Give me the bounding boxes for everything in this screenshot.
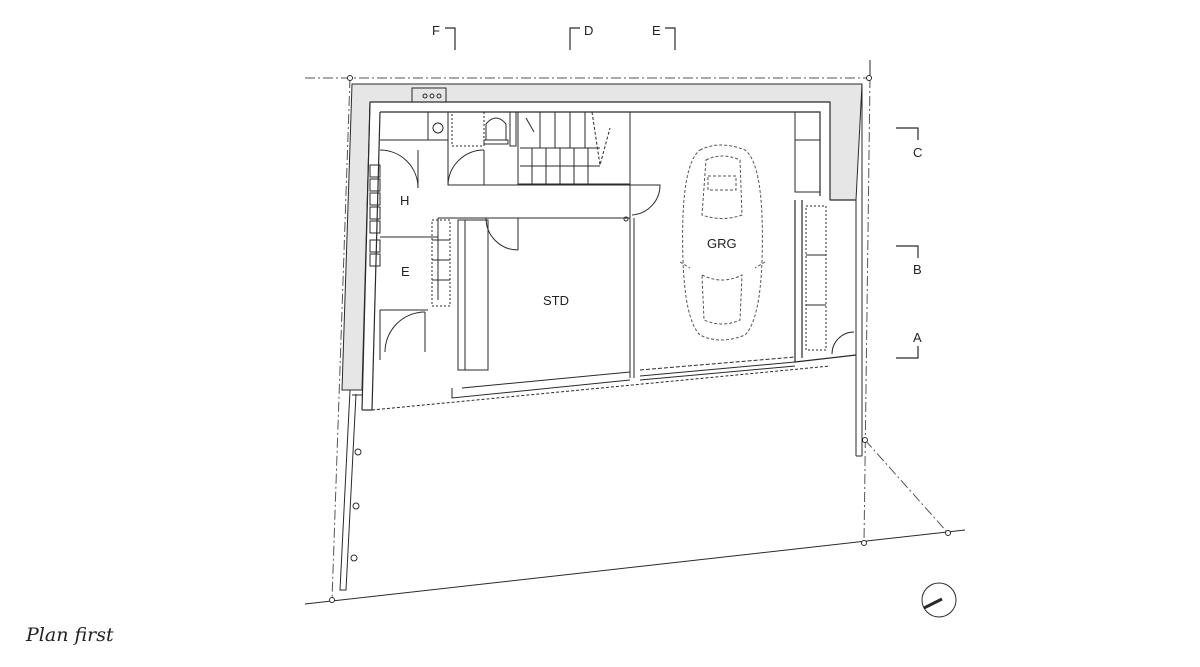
building-walls bbox=[361, 101, 857, 411]
room-label-studio: STD bbox=[543, 293, 569, 308]
wc-area bbox=[411, 87, 517, 147]
room-label-garage: GRG bbox=[707, 236, 737, 251]
room-label-hall: H bbox=[400, 193, 409, 208]
section-label-b: B bbox=[913, 262, 922, 277]
section-label-d: D bbox=[584, 23, 593, 38]
north-arrow bbox=[921, 582, 957, 618]
section-label-a: A bbox=[913, 330, 922, 345]
shelving bbox=[431, 111, 827, 371]
doors bbox=[379, 149, 855, 355]
site-boundary bbox=[305, 77, 949, 601]
section-cut-marks bbox=[445, 27, 919, 359]
section-label-f: F bbox=[432, 23, 440, 38]
drawing-caption: Plan first bbox=[26, 624, 114, 646]
stair bbox=[517, 111, 631, 185]
eave-line bbox=[371, 365, 831, 411]
section-label-e: E bbox=[652, 23, 661, 38]
room-label-entrance: E bbox=[401, 264, 410, 279]
car-outline bbox=[679, 144, 766, 341]
section-label-c: C bbox=[913, 145, 922, 160]
site-posts bbox=[350, 448, 362, 562]
boundary-posts bbox=[329, 75, 951, 603]
window-marks bbox=[369, 164, 381, 267]
left-boundary-wall bbox=[339, 389, 362, 591]
site-line bbox=[304, 60, 966, 605]
